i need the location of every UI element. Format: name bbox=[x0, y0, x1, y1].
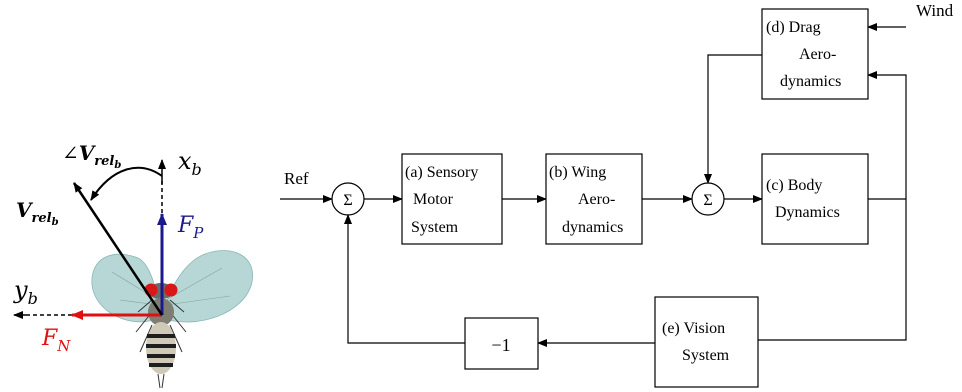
fn-label: FN bbox=[41, 326, 71, 355]
block-vision-system-label: (e) Vision System bbox=[662, 320, 730, 364]
block-drag-aerodynamics bbox=[761, 8, 869, 100]
negative-gain-label: −1 bbox=[491, 335, 510, 355]
angle-vrel-label: ∠Vrelb bbox=[62, 141, 121, 171]
fp-label: FP bbox=[177, 213, 204, 242]
block-sensory-motor-label: (a) Sensory Motor System bbox=[405, 164, 482, 236]
vrel-label: Vrelb bbox=[16, 198, 59, 228]
right-wing bbox=[161, 250, 254, 323]
right-eye bbox=[164, 283, 178, 297]
left-wing bbox=[91, 253, 161, 323]
vrel-arrow bbox=[72, 182, 164, 316]
block-wing-aerodynamics-label: (b) Wing Aero- dynamics bbox=[549, 164, 623, 236]
sum-symbol-1: Σ bbox=[343, 192, 352, 209]
angle-arc bbox=[90, 166, 163, 201]
fly-illustration: ∠Vrelb xb Vrelb FP yb FN bbox=[13, 141, 254, 389]
yb-label: yb bbox=[13, 276, 38, 308]
ref-label: Ref bbox=[284, 169, 309, 188]
block-body-dynamics-label: (c) Body Dynamics bbox=[766, 177, 840, 221]
xb-label: xb bbox=[178, 147, 202, 179]
block-vision-system bbox=[654, 296, 759, 388]
block-sensory-motor bbox=[401, 153, 503, 245]
block-wing-aerodynamics bbox=[545, 153, 643, 245]
block-diagram: Ref Σ (a) Sensory Motor System (b) Wing … bbox=[280, 1, 954, 388]
block-drag-aerodynamics-label: (d) Drag Aero- dynamics bbox=[766, 19, 841, 90]
block-negative-gain bbox=[464, 317, 539, 370]
block-body-dynamics bbox=[761, 153, 869, 245]
wind-label: Wind bbox=[916, 1, 954, 20]
sum-symbol-2: Σ bbox=[703, 192, 712, 209]
